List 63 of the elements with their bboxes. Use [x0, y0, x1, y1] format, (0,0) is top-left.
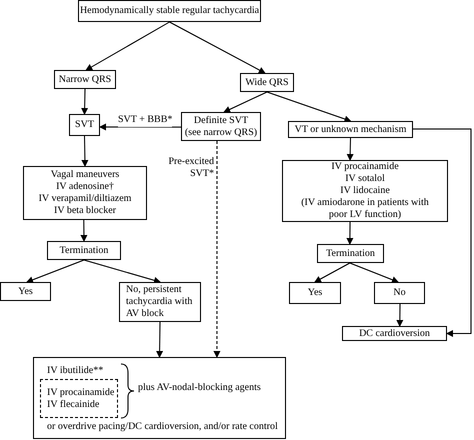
drug-text: or overdrive pacing/DC cardioversion, and/or rate control: [47, 421, 278, 433]
process-box: [342, 326, 447, 341]
node-text: IV beta blocker: [52, 205, 117, 217]
node-text: Termination: [326, 248, 375, 260]
node-text: DC cardioversion: [359, 328, 430, 340]
arrow: [412, 128, 472, 337]
drug-text: plus AV-nodal-blocking agents: [138, 382, 261, 394]
arrow: [84, 260, 161, 284]
node-text: IV lidocaine: [339, 185, 391, 197]
node-text: Wide QRS: [245, 76, 289, 88]
node-text: Yes: [308, 287, 322, 299]
arrow: [81, 136, 88, 167]
node-text: IV sotalol: [344, 173, 386, 185]
node-text: Vagal maneuvers: [50, 169, 120, 181]
arrow: [396, 304, 404, 327]
process-box: [240, 73, 294, 92]
node-text: No, persistent tachycardia with AV block: [126, 284, 194, 320]
treatment-box: [282, 160, 448, 222]
arrow: [80, 220, 88, 242]
process-box: [47, 241, 121, 260]
node-text: Definite SVT: [192, 114, 250, 126]
arrow: [85, 22, 170, 70]
arrow: [346, 222, 354, 245]
outcome-box: [374, 282, 425, 304]
start-box: [78, 0, 261, 22]
process-box: [181, 112, 261, 141]
drug-text: IV ibutilide**: [47, 365, 104, 377]
arrow: [346, 138, 354, 161]
node-text: No: [393, 287, 406, 299]
arrow: [223, 92, 268, 113]
arrow: [156, 322, 164, 358]
dashed-box: [40, 379, 118, 418]
node-text: IV procainamide: [47, 386, 114, 398]
node-text: IV procainamide: [330, 161, 400, 173]
process-box: [54, 70, 116, 89]
arrow: [266, 92, 352, 122]
edge-label: SVT + BBB*: [118, 112, 172, 127]
node-text: Hemodynamically stable regular tachycardia: [80, 5, 260, 17]
node-text: (IV amiodarone in patients with poor LV function): [300, 197, 430, 221]
arrow: [314, 262, 350, 282]
arrow: [349, 262, 399, 284]
outcome-box: [119, 282, 201, 322]
arrow: [81, 88, 88, 115]
node-text: (see narrow QRS): [184, 126, 258, 138]
process-box: [317, 244, 384, 263]
node-text: VT or unknown mechanism: [294, 124, 406, 136]
arrow: [26, 260, 84, 284]
dashed-arrow: [213, 140, 220, 358]
node-text: Yes: [18, 286, 33, 298]
node-text: Narrow QRS: [58, 74, 112, 86]
outcome-box: [289, 282, 341, 304]
node-text: IV flecainide: [47, 398, 100, 410]
treatment-box: [33, 357, 286, 439]
arrow: [99, 123, 182, 130]
node-text: IV verapamil/diltiazem: [38, 193, 132, 205]
node-text: IV adenosine†: [55, 181, 115, 193]
process-box: [69, 114, 100, 136]
arrow: [169, 22, 266, 74]
outcome-box: [0, 282, 51, 301]
treatment-box: [23, 166, 147, 220]
process-box: [288, 121, 413, 138]
node-text: Termination: [60, 244, 108, 256]
node-text: SVT: [75, 119, 94, 131]
